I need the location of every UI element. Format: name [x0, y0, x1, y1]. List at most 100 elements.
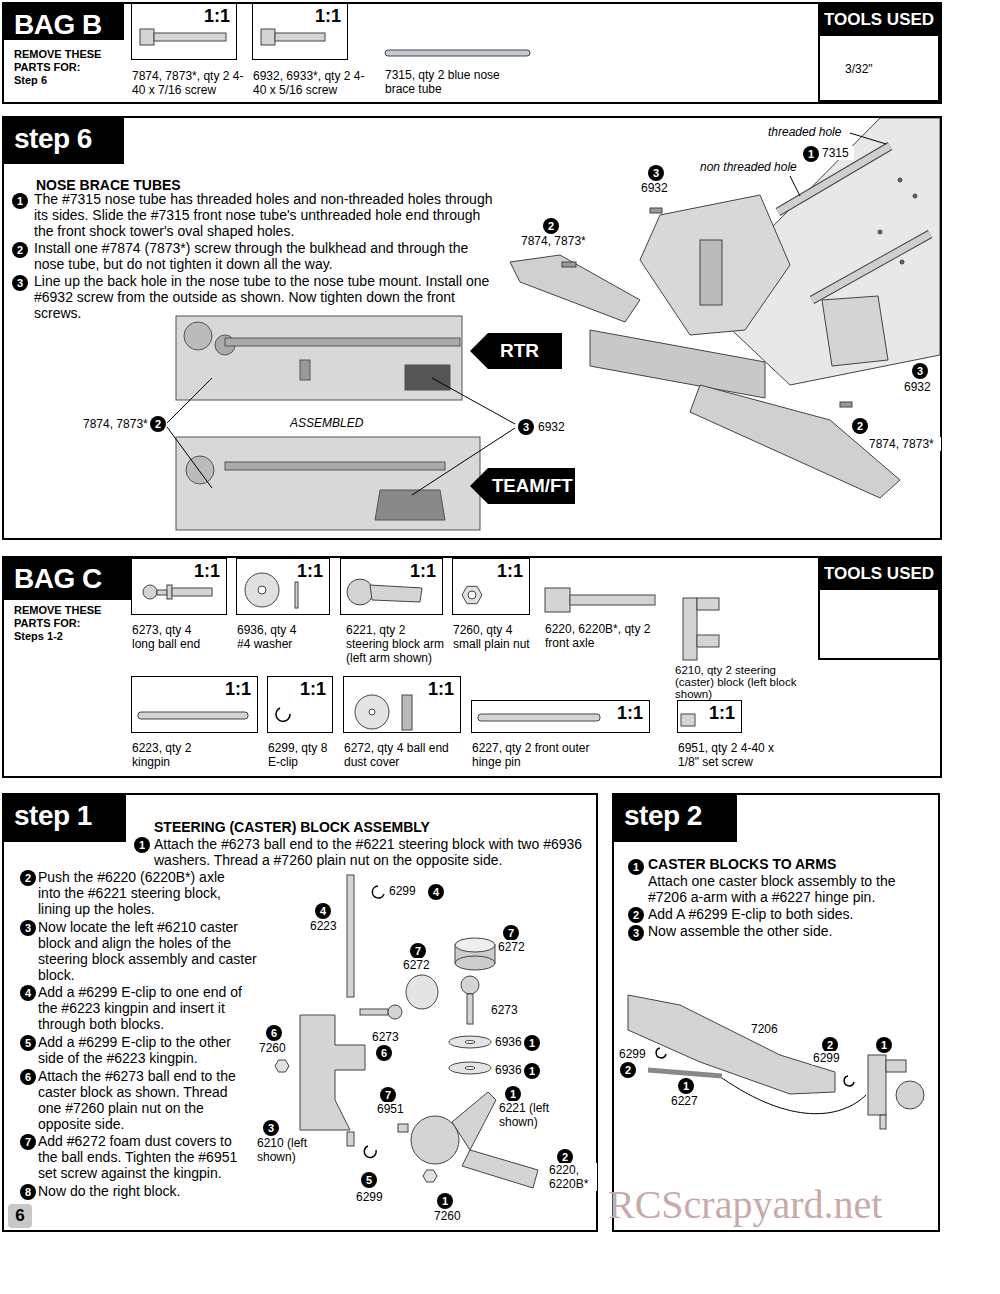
inset-photos	[432, 378, 515, 424]
part-label: 3/32"	[844, 62, 888, 76]
instruction-text: Attach one caster block assembly to the …	[648, 873, 928, 905]
callout-number: 2	[852, 418, 868, 434]
part-label: 6299	[388, 884, 421, 898]
tools-heading: TOOLS USED	[820, 4, 938, 36]
arrow-tag: TEAM/FT	[470, 468, 575, 504]
scale-label: 1:1	[341, 561, 436, 581]
part-caption: 6932, 6933*, qty 2 4-40 x 5/16 screw	[253, 69, 368, 97]
arm-assembly	[880, 1115, 886, 1129]
instruction-text: Add a #6299 E-clip to one end of the #62…	[38, 984, 253, 1032]
part-caption: 6936, qty 4 #4 washer	[237, 623, 303, 651]
instruction-text: Install one #7874 (7873*) screw through …	[34, 240, 496, 272]
part-label: 7260	[433, 1209, 466, 1223]
part-box: 1:17260, qty 4 small plain nut	[452, 558, 530, 615]
chassis-illustration	[790, 176, 800, 196]
part-box: 1:16951, qty 2 4-40 x 1/8" set screw	[677, 700, 742, 733]
scale-label: 1:1	[344, 679, 454, 699]
bag-c-parts	[138, 573, 719, 730]
tab-title: step 1	[4, 795, 126, 842]
callout-number: 1	[134, 837, 150, 853]
steering-block-exploded	[465, 1067, 475, 1070]
part-caption: 6210, qty 2 steering (caster) block (lef…	[675, 664, 800, 700]
bag-c-parts	[402, 695, 412, 730]
part-label: 6223	[309, 919, 342, 933]
callout-number: 1	[12, 193, 28, 209]
part-caption: 6223, qty 2 kingpin	[132, 741, 202, 769]
part-label: 6227	[670, 1094, 703, 1108]
inset-photos	[375, 490, 445, 520]
bag-c-parts	[295, 582, 298, 608]
bag-c-parts	[143, 585, 157, 599]
callout-number: 3	[912, 363, 928, 379]
parts-panel: BAG BREMOVE THESE PARTS FOR: Step 61:178…	[2, 2, 942, 104]
chassis-illustration	[700, 240, 722, 305]
callout-number: 7	[20, 1134, 36, 1150]
chassis-illustration	[840, 402, 852, 407]
callout-number: 2	[628, 907, 644, 923]
bag-b-parts	[261, 29, 275, 45]
inset-photos	[167, 316, 515, 530]
part-label: 6220, 6220B*	[548, 1163, 597, 1191]
scale-label: 1:1	[253, 6, 341, 26]
bag-note: REMOVE THESE PARTS FOR: Steps 1-2	[14, 604, 106, 643]
callout-number: 7	[410, 943, 426, 959]
part-caption: 7874, 7873*, qty 2 4-40 x 7/16 screw	[132, 69, 247, 97]
part-caption: 6299, qty 8 E-clip	[268, 741, 334, 769]
watermark: RCScrapyard.net	[608, 1183, 938, 1227]
inset-photos	[184, 322, 212, 350]
part-label: 6951	[376, 1102, 409, 1116]
steering-block-exploded	[455, 938, 495, 952]
bag-c-parts	[347, 579, 373, 605]
bag-c-parts	[468, 591, 476, 599]
tools-box: TOOLS USED 3/32"	[818, 2, 940, 102]
part-box: 1:16272, qty 4 ball end dust cover	[343, 676, 461, 733]
part-label: 6210 (left shown)	[256, 1136, 319, 1164]
tab-title: BAG B	[4, 4, 124, 40]
callout-number: 1	[505, 1086, 521, 1102]
bag-c-parts	[697, 635, 719, 647]
page-number: 6	[8, 1204, 32, 1228]
arm-assembly	[722, 1078, 866, 1114]
part-caption: 7315, qty 2 blue nose brace tube	[385, 68, 502, 96]
steering-block-exploded	[449, 1062, 491, 1074]
arrow-label: TEAM/FT	[492, 474, 572, 498]
scale-label: 1:1	[453, 561, 523, 581]
scale-label: 1:1	[132, 679, 251, 699]
bag-c-parts	[370, 585, 422, 602]
part-box: 1:16936, qty 4 #4 washer	[236, 558, 330, 615]
arrow-shape	[470, 333, 562, 369]
chassis-illustration	[562, 262, 576, 267]
instruction-text: Add A #6299 E-clip to both sides.	[648, 906, 928, 922]
part-label: 7874, 7873*	[868, 437, 941, 451]
instruction-text: Add #6272 foam dust covers to the ball e…	[38, 1133, 253, 1181]
hole-label: threaded hole	[768, 125, 850, 139]
part-label: 6299	[812, 1051, 845, 1065]
bag-c-parts	[172, 588, 212, 596]
callout-number: 8	[20, 1184, 36, 1200]
instruction-text: Attach the #6273 ball end to the #6221 s…	[154, 836, 586, 868]
scale-label: 1:1	[268, 679, 326, 699]
bag-b-parts	[385, 50, 530, 56]
callout-number: 3	[648, 165, 664, 181]
callout-number: 1	[803, 146, 819, 162]
steering-block-exploded	[465, 1041, 475, 1044]
part-box: 1:16223, qty 2 kingpin	[131, 676, 258, 733]
part-label: 6299	[355, 1190, 388, 1204]
instruction-text: The #7315 nose tube has threaded holes a…	[34, 191, 496, 239]
chassis-illustration	[778, 146, 890, 212]
chassis-illustration	[640, 195, 790, 335]
part-caption: 6221, qty 2 steering block arm (left arm…	[346, 623, 448, 665]
inset-photos	[225, 338, 460, 346]
callout-number: 3	[263, 1120, 279, 1136]
inset-photos	[167, 378, 212, 423]
chassis-illustration	[850, 133, 886, 144]
bag-c-parts	[570, 595, 655, 605]
inset-photos	[176, 437, 480, 530]
steering-block-exploded	[462, 1150, 538, 1188]
steering-block-exploded	[388, 1005, 402, 1019]
arrow-shape	[470, 468, 575, 504]
tab-title: step 6	[4, 118, 124, 164]
part-box: 1:16227, qty 2 front outer hinge pin	[471, 700, 650, 733]
arm-assembly	[896, 1081, 924, 1109]
